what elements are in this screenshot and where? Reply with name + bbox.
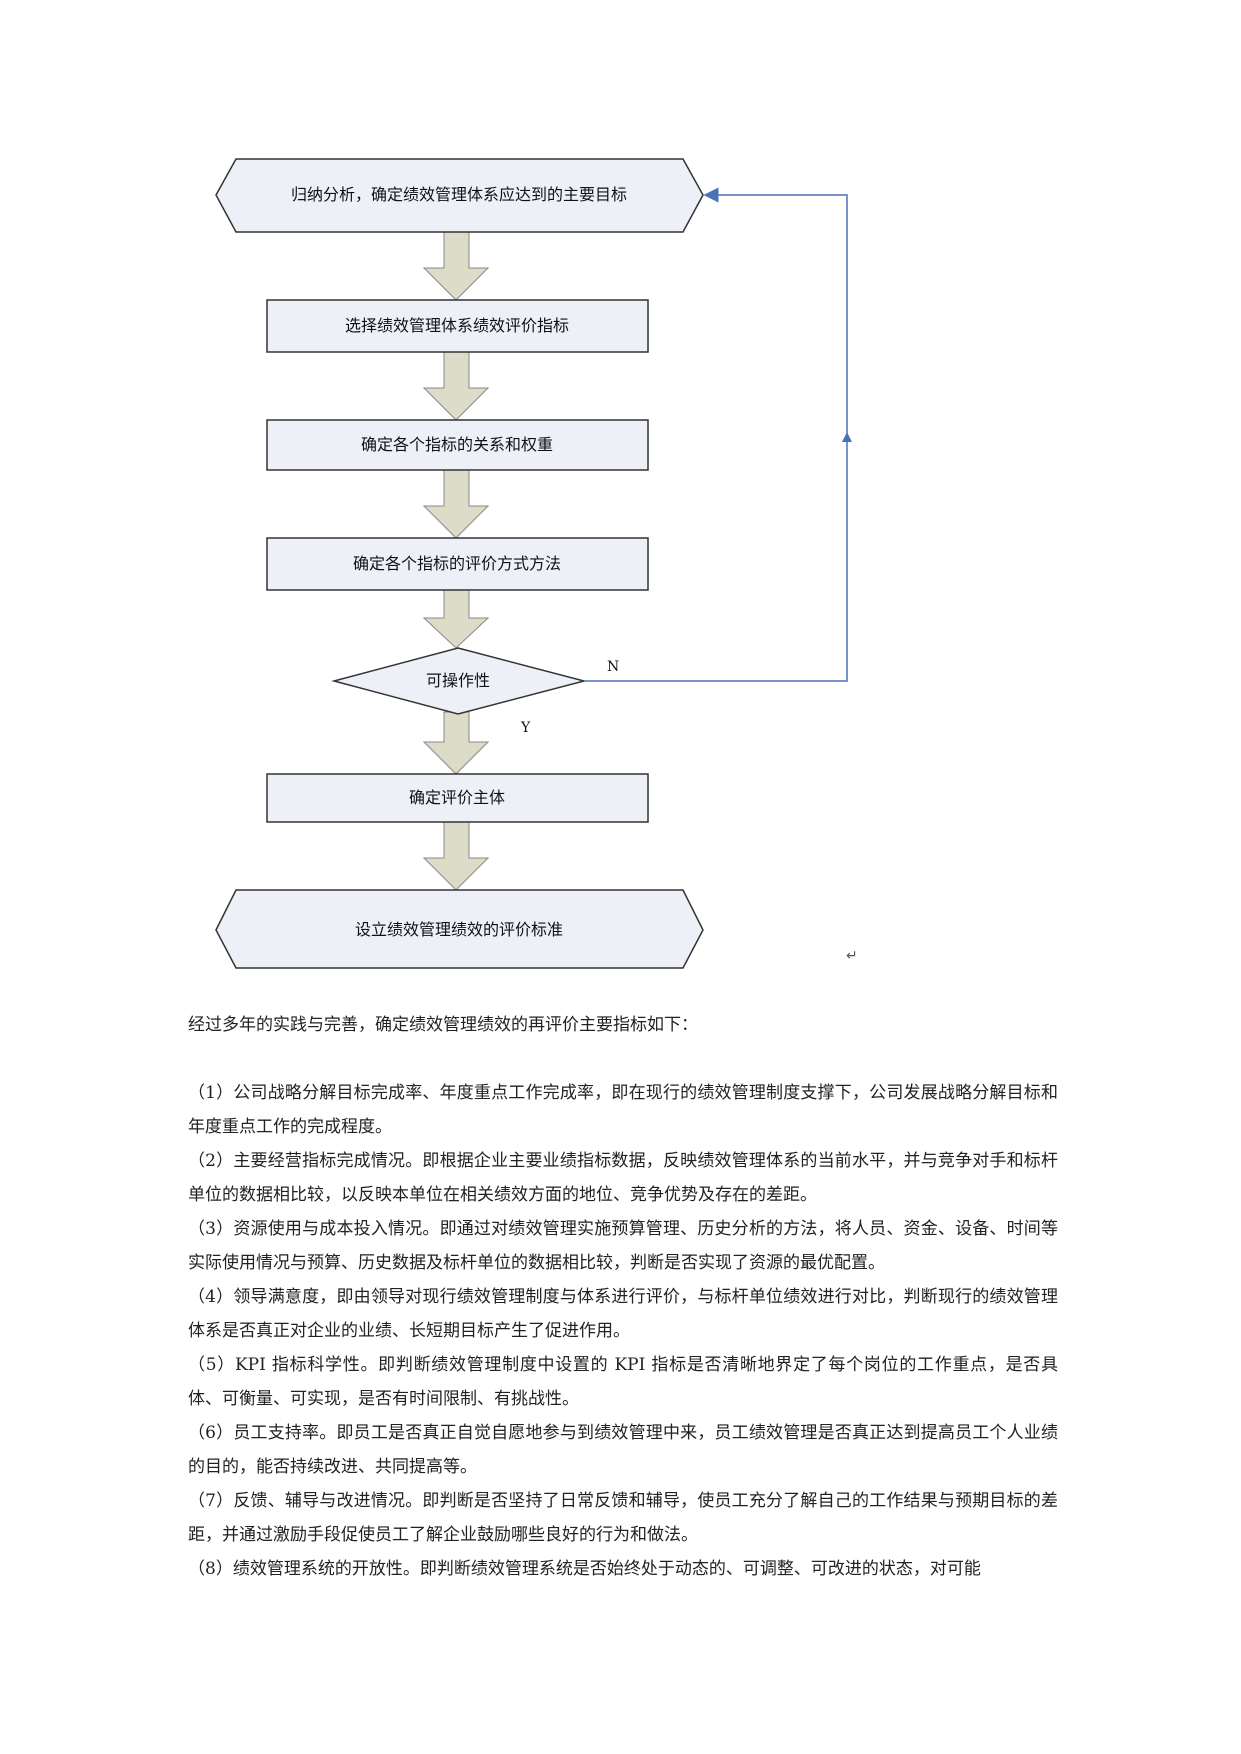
flow-step-3-text: 确定各个指标的评价方式方法 xyxy=(353,554,561,573)
list-item: （8）绩效管理系统的开放性。即判断绩效管理系统是否始终处于动态的、可调整、可改进… xyxy=(188,1559,981,1579)
flow-arrow xyxy=(422,589,490,649)
list-item: （7）反馈、辅导与改进情况。即判断是否坚持了日常反馈和辅导，使员工充分了解自己的… xyxy=(188,1491,1058,1545)
flow-step-3: 确定各个指标的评价方式方法 xyxy=(266,537,649,591)
flow-step-2-text: 确定各个指标的关系和权重 xyxy=(361,435,553,454)
list-item: （6）员工支持率。即员工是否真正自觉自愿地参与到绩效管理中来，员工绩效管理是否真… xyxy=(188,1423,1058,1477)
paragraph-return-mark: ↵ xyxy=(846,948,858,964)
list-item: （4）领导满意度，即由领导对现行绩效管理制度与体系进行评价，与标杆单位绩效进行对… xyxy=(188,1287,1058,1341)
flow-step-4: 确定评价主体 xyxy=(266,773,649,823)
flow-arrow xyxy=(422,469,490,539)
flow-start-text: 归纳分析，确定绩效管理体系应达到的主要目标 xyxy=(291,185,627,204)
flow-start-node: 归纳分析，确定绩效管理体系应达到的主要目标 xyxy=(215,158,704,233)
flow-step-1-text: 选择绩效管理体系绩效评价指标 xyxy=(345,316,569,335)
flow-decision: 可操作性 xyxy=(331,647,587,715)
body-text: 经过多年的实践与完善，确定绩效管理绩效的再评价主要指标如下： （1）公司战略分解… xyxy=(188,1008,1058,1586)
list-item: （1）公司战略分解目标完成率、年度重点工作完成率，即在现行的绩效管理制度支撑下，… xyxy=(188,1083,1058,1137)
flow-no-label: N xyxy=(607,659,619,675)
flow-yes-label: Y xyxy=(520,720,531,736)
flow-feedback-line xyxy=(584,187,852,682)
flow-step-2: 确定各个指标的关系和权重 xyxy=(266,419,649,471)
flow-arrow xyxy=(422,351,490,421)
list-item: （5）KPI 指标科学性。即判断绩效管理制度中设置的 KPI 指标是否清晰地界定… xyxy=(188,1355,1058,1409)
flow-arrow xyxy=(422,821,490,891)
flowchart: 归纳分析，确定绩效管理体系应达到的主要目标 选择绩效管理体系绩效评价指标 确定各… xyxy=(215,158,852,969)
flow-arrow xyxy=(422,231,490,301)
intro-paragraph: 经过多年的实践与完善，确定绩效管理绩效的再评价主要指标如下： xyxy=(188,1015,698,1035)
flow-end-text: 设立绩效管理绩效的评价标准 xyxy=(355,920,563,939)
flow-step-1: 选择绩效管理体系绩效评价指标 xyxy=(266,299,649,353)
flow-arrow xyxy=(422,711,490,775)
list-item: （3）资源使用与成本投入情况。即通过对绩效管理实施预算管理、历史分析的方法，将人… xyxy=(188,1219,1058,1273)
flow-decision-text: 可操作性 xyxy=(426,671,490,690)
list-item: （2）主要经营指标完成情况。即根据企业主要业绩指标数据，反映绩效管理体系的当前水… xyxy=(188,1151,1058,1205)
flow-step-4-text: 确定评价主体 xyxy=(409,788,505,807)
flow-end-node: 设立绩效管理绩效的评价标准 xyxy=(215,889,704,969)
